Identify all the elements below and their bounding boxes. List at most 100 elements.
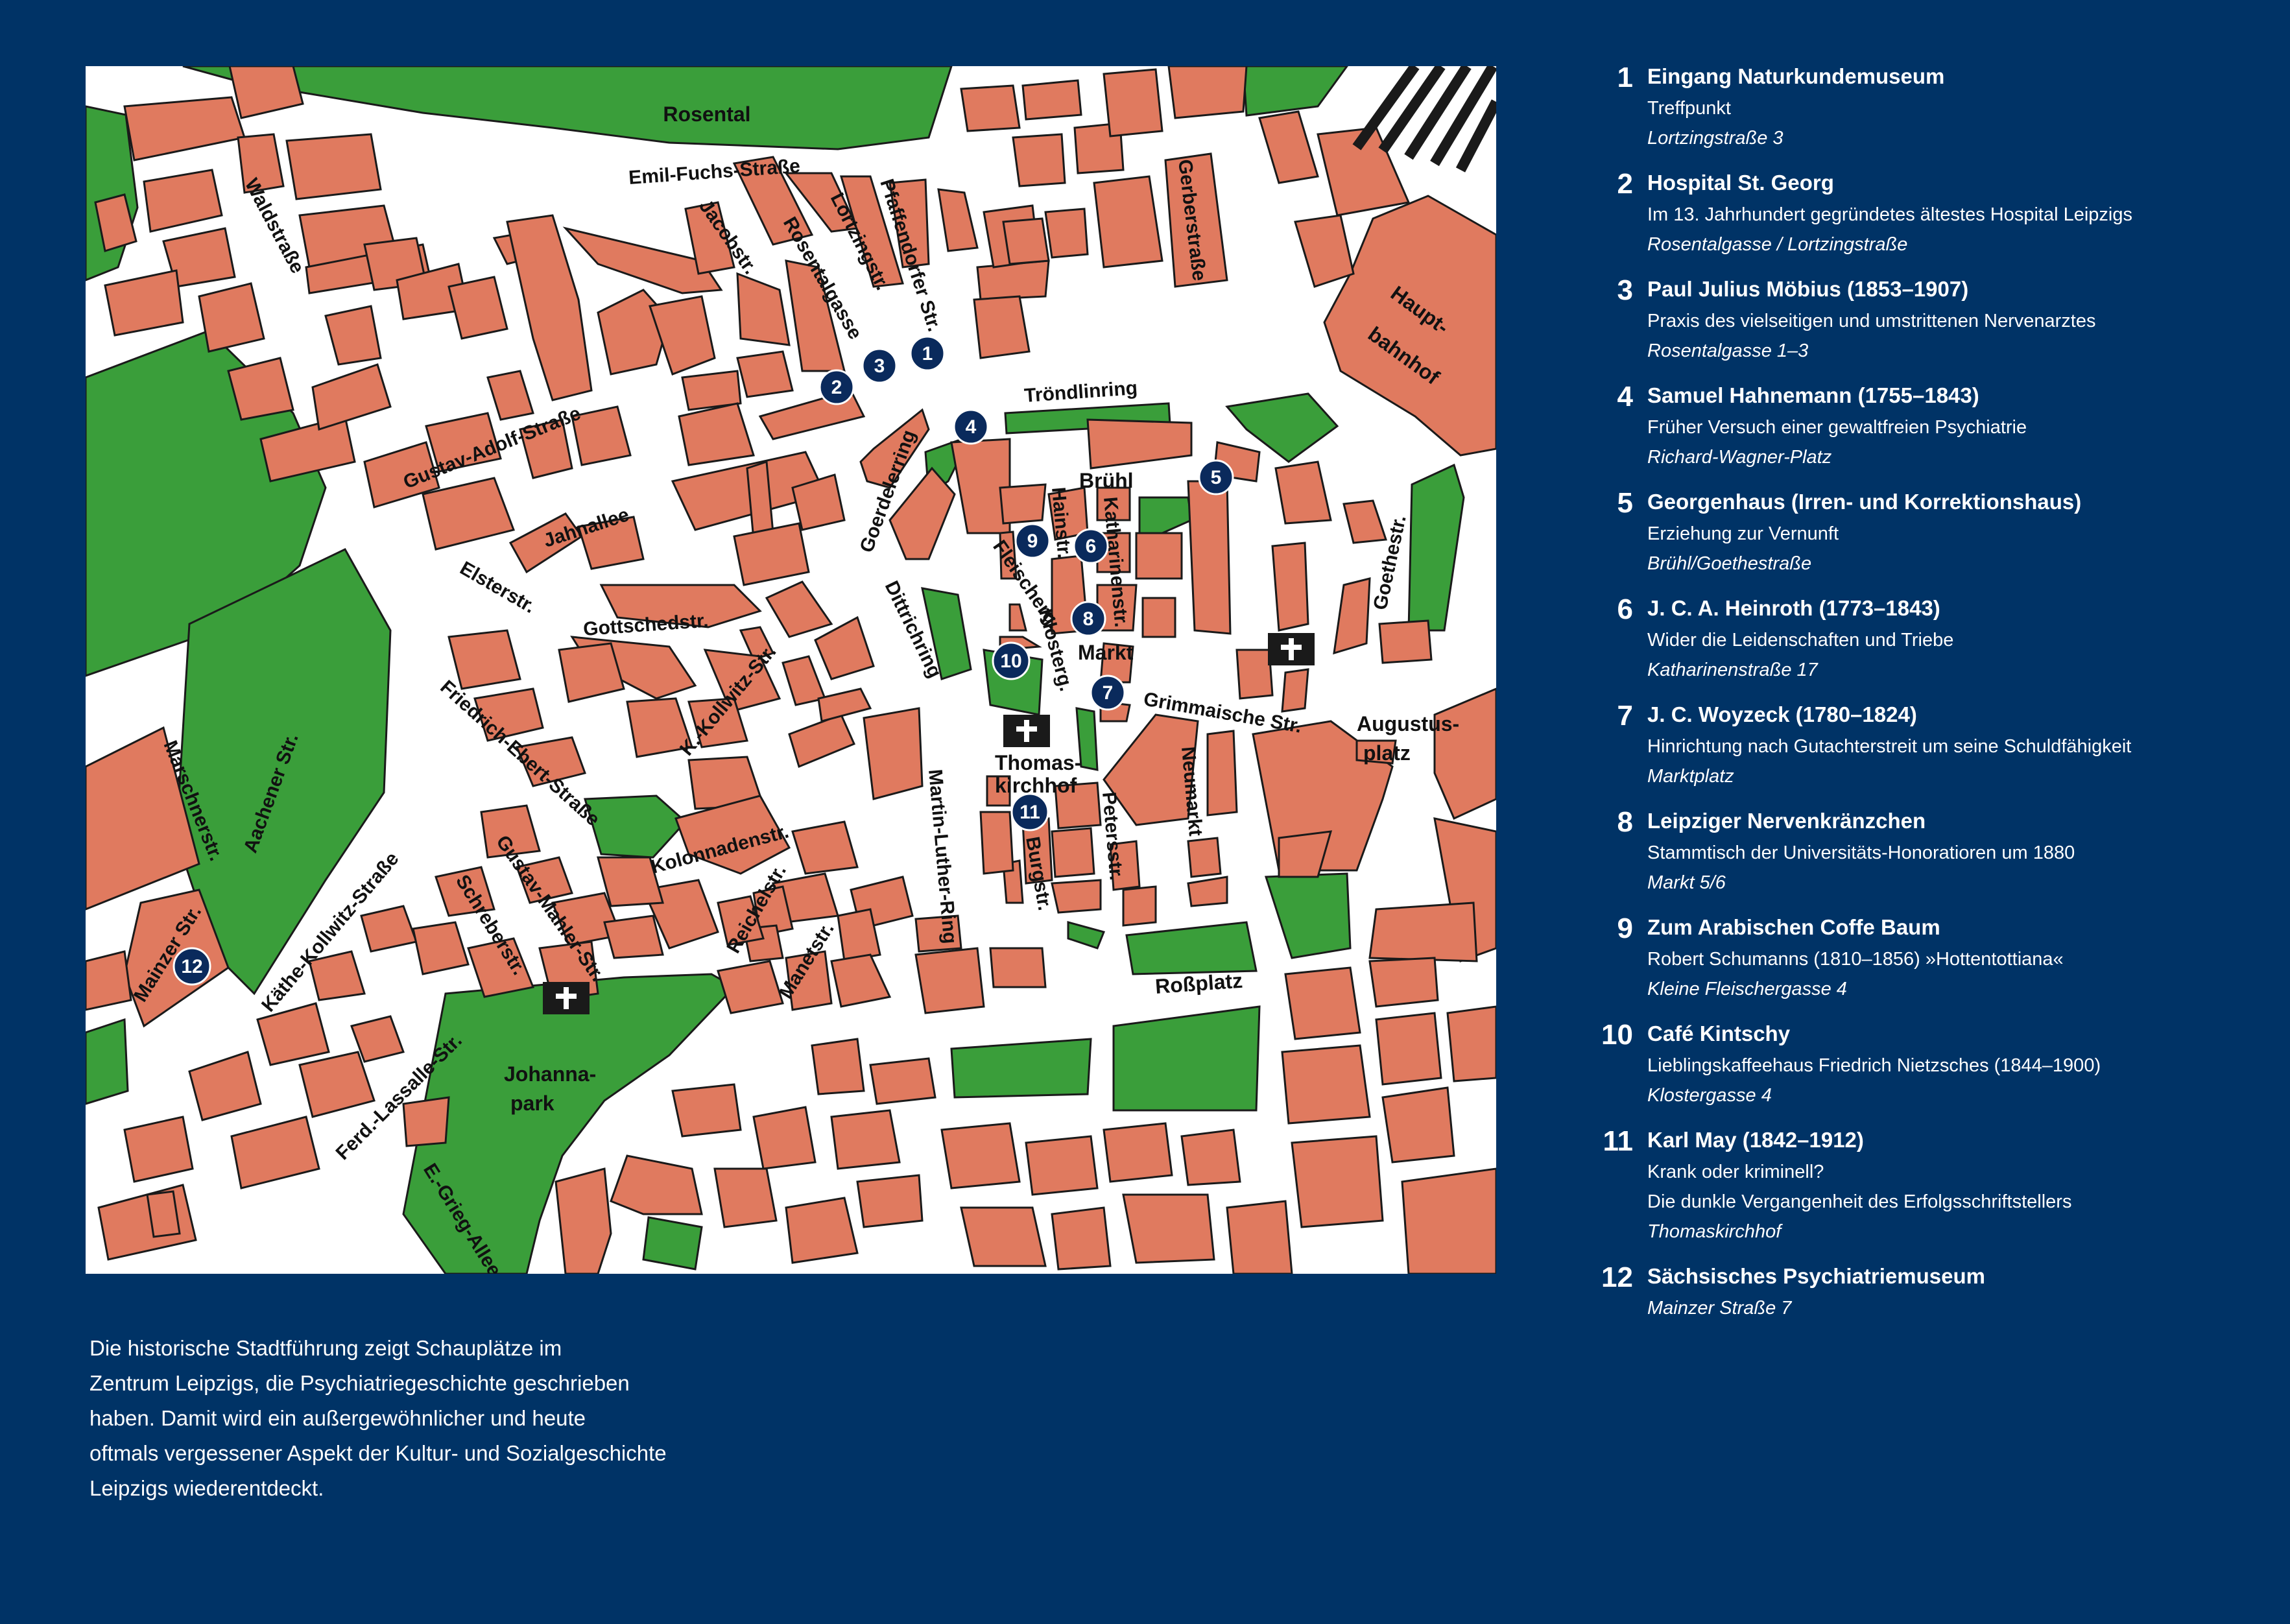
marker-5[interactable]: 5	[1198, 459, 1234, 496]
block	[1258, 110, 1319, 184]
block	[1093, 175, 1163, 269]
rail-track	[1455, 99, 1496, 173]
block	[811, 1038, 865, 1095]
marker-8[interactable]: 8	[1070, 601, 1106, 637]
block	[610, 1154, 703, 1215]
block	[412, 921, 470, 975]
block	[785, 950, 833, 1011]
block	[86, 950, 132, 1011]
block	[363, 441, 440, 508]
legend-number: 10	[1601, 1019, 1633, 1051]
block	[1317, 126, 1411, 217]
legend-description: Im 13. Jahrhundert gegründetes ältestes …	[1647, 204, 2132, 225]
legend-description: Früher Versuch einer gewaltfreien Psychi…	[1647, 417, 2027, 438]
legend-address: Lortzingstraße 3	[1647, 128, 1783, 149]
block	[1281, 668, 1309, 713]
legend-description: Praxis des vielseitigen und umstrittenen…	[1647, 311, 2096, 331]
railway-tracks	[1352, 66, 1496, 173]
legend-address: Markt 5/6	[1647, 872, 1726, 893]
svg-text:2: 2	[831, 377, 842, 398]
legend-title: Leipziger Nervenkränzchen	[1647, 809, 1926, 833]
blocks-layer	[86, 66, 1496, 1274]
marker-11[interactable]: 11	[1010, 793, 1049, 831]
block	[1342, 499, 1388, 544]
block	[515, 736, 586, 787]
block	[577, 516, 645, 570]
svg-text:7: 7	[1103, 682, 1114, 704]
legend-address: Brühl/Goethestraße	[1647, 553, 1812, 574]
legend-description: Treffpunkt	[1647, 98, 1731, 119]
block	[791, 473, 846, 531]
block	[256, 1002, 330, 1066]
block	[960, 84, 1021, 132]
block	[402, 1096, 450, 1147]
area-label-thomaskirchhof-2: kirchhof	[995, 774, 1077, 797]
marker-1[interactable]: 1	[909, 335, 946, 372]
block	[447, 629, 521, 690]
legend-description: Die dunkle Vergangenheit des Erfolgsschr…	[1647, 1191, 2072, 1212]
park-south-b	[1125, 921, 1258, 975]
church-icon	[1003, 715, 1050, 747]
block	[999, 531, 1018, 580]
block	[940, 1122, 1021, 1189]
marker-2[interactable]: 2	[818, 369, 855, 405]
legend-address: Thomaskirchhof	[1647, 1221, 1782, 1242]
block	[597, 856, 664, 907]
legend-title: Samuel Hahnemann (1755–1843)	[1647, 383, 1979, 407]
block	[989, 947, 1047, 988]
block	[736, 272, 791, 346]
legend-number: 1	[1617, 62, 1633, 93]
marker-4[interactable]: 4	[953, 409, 989, 445]
block	[739, 626, 775, 661]
block	[976, 259, 1050, 301]
park-south-a	[1264, 872, 1352, 959]
marker-9[interactable]: 9	[1014, 523, 1051, 559]
marker-3[interactable]: 3	[861, 348, 898, 384]
block	[817, 687, 872, 722]
intro-line: haben. Damit wird ein außergewöhnlicher …	[89, 1406, 586, 1430]
marker-10[interactable]: 10	[992, 641, 1031, 680]
block	[227, 357, 294, 421]
block	[830, 1109, 901, 1170]
legend-description: Stammtisch der Universitäts-Honoratioren…	[1647, 842, 2075, 863]
block	[649, 295, 716, 376]
block	[979, 811, 1014, 875]
block	[717, 960, 784, 1014]
block	[1433, 687, 1496, 820]
legend-title: Café Kintschy	[1647, 1021, 1791, 1045]
block	[1375, 1012, 1442, 1086]
rail-track	[1378, 66, 1446, 154]
marker-7[interactable]: 7	[1090, 675, 1126, 711]
map-canvas: Rosental Haupt- bahnhof Augustus- platz …	[86, 66, 1496, 1274]
block	[1333, 577, 1371, 655]
block	[1044, 208, 1089, 259]
marker-12[interactable]: 12	[173, 947, 211, 986]
block	[1051, 827, 1095, 878]
legend-number: 7	[1617, 700, 1633, 732]
block	[1012, 133, 1066, 187]
markers-layer: 1 2 3 4 5 6 7	[173, 335, 1234, 986]
intro-text: Die historische Stadtführung zeigt Schau…	[89, 1331, 738, 1506]
rail-track	[1430, 66, 1496, 167]
block	[736, 350, 794, 398]
rail-track	[1404, 66, 1472, 160]
park-south-e	[1067, 921, 1106, 949]
svg-text:3: 3	[874, 355, 885, 377]
marker-6[interactable]: 6	[1073, 528, 1109, 564]
park-markt-strip	[1075, 707, 1099, 771]
block	[422, 477, 515, 551]
block	[713, 1167, 778, 1228]
block	[765, 580, 833, 638]
block	[839, 175, 904, 288]
block	[674, 794, 791, 875]
block	[914, 914, 962, 953]
block	[562, 226, 723, 294]
park-south-c	[950, 1038, 1092, 1099]
legend-address: Klostergasse 4	[1647, 1085, 1772, 1106]
block	[143, 169, 223, 233]
block	[785, 1197, 859, 1264]
legend-title: J. C. Woyzeck (1780–1824)	[1647, 702, 1917, 726]
